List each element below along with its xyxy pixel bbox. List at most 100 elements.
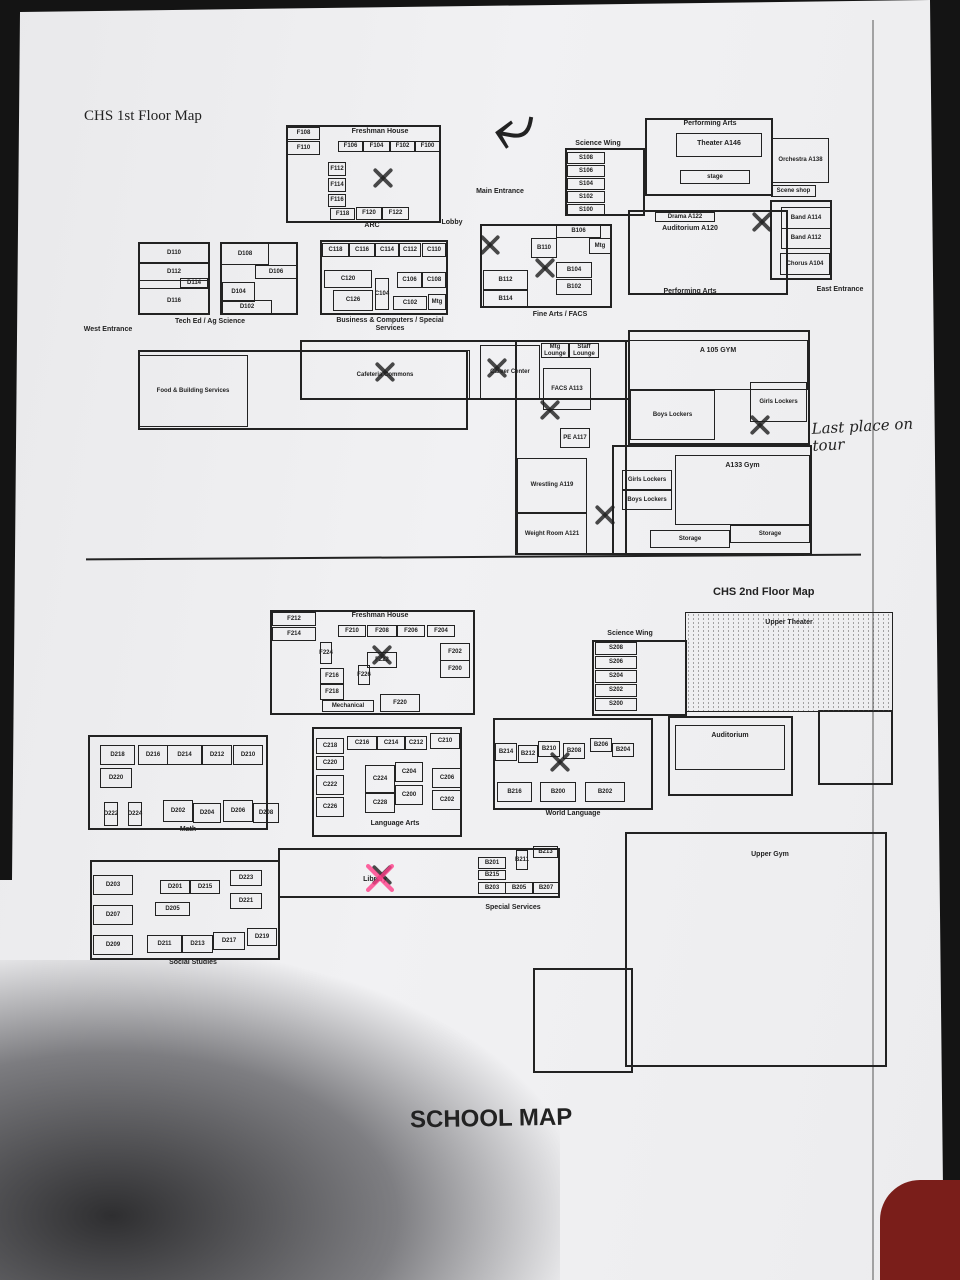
room: B203: [478, 882, 506, 894]
x-mark-icon: [373, 168, 393, 188]
room: F206: [397, 625, 425, 637]
room: Drama A122: [655, 212, 715, 222]
room: F102: [390, 141, 415, 152]
room: Storage: [650, 530, 730, 548]
room: D201: [160, 880, 190, 894]
area-label: Lobby: [441, 219, 463, 226]
room: F100: [415, 141, 440, 152]
room: C214: [377, 736, 405, 750]
room: D112: [139, 263, 209, 281]
room: C114: [375, 243, 399, 257]
room: C212: [405, 736, 427, 750]
room: A 105 GYM: [628, 340, 808, 390]
room: C210: [430, 733, 460, 749]
area-label: World Language: [545, 810, 601, 817]
room: Chorus A104: [780, 253, 830, 275]
handwritten-annotation: Last place on tour: [811, 414, 914, 455]
room: C126: [333, 290, 373, 311]
room: Theater A146: [676, 133, 762, 157]
room: F216: [320, 668, 344, 684]
room: D213: [182, 935, 213, 953]
room: C220: [316, 756, 344, 770]
room: C204: [395, 762, 423, 782]
room: B206: [590, 738, 612, 752]
room: D108: [221, 243, 269, 265]
room: D204: [193, 803, 221, 823]
building-outline: [770, 200, 832, 280]
room: F208: [367, 625, 397, 637]
room: B214: [495, 743, 517, 761]
photo-shadow: [0, 960, 560, 1280]
room: C218: [316, 738, 344, 754]
room: D205: [155, 902, 190, 916]
building-outline: [90, 860, 280, 960]
room: D220: [100, 768, 132, 788]
area-label: Special Services: [485, 904, 541, 911]
building-outline: [628, 330, 810, 445]
room: Mtg: [428, 294, 446, 310]
room: B215: [478, 870, 506, 880]
room: S200: [595, 698, 637, 711]
room: F120: [356, 207, 382, 220]
room: F108: [287, 127, 320, 140]
room: F226: [357, 665, 371, 685]
room: C104: [375, 278, 389, 310]
room: D202: [163, 800, 193, 822]
area-label: Social Studies: [169, 959, 217, 966]
area-label: East Entrance: [816, 286, 864, 293]
room: B102: [556, 279, 592, 295]
room: S202: [595, 684, 637, 697]
room: S208: [595, 642, 637, 655]
room: C110: [422, 243, 446, 257]
room: Mtg Lounge: [541, 343, 569, 358]
room: F212: [272, 612, 316, 626]
room: Mechanical: [322, 700, 374, 712]
room: Orchestra A138: [772, 138, 829, 183]
x-mark-icon: [480, 235, 500, 255]
room: D106: [255, 265, 297, 279]
room: F116: [328, 194, 346, 207]
room: C102: [393, 296, 427, 310]
floor2-title: CHS 2nd Floor Map: [713, 586, 815, 598]
building-outline: [645, 118, 773, 196]
room: B207: [533, 882, 559, 894]
room: C202: [432, 790, 462, 810]
area-label: Performing Arts: [683, 120, 737, 127]
room: S100: [567, 204, 605, 216]
room: Mtg: [589, 238, 611, 254]
room: F220: [380, 694, 420, 712]
room: C106: [397, 272, 422, 288]
room: B106: [556, 224, 601, 238]
building-outline: [480, 224, 612, 308]
x-mark-icon: [535, 258, 555, 278]
x-mark-icon: [750, 415, 770, 435]
room: F122: [382, 207, 409, 220]
area-label: ARC: [364, 222, 380, 229]
room: S102: [567, 191, 605, 203]
x-mark-icon: [487, 358, 507, 378]
area-label: West Entrance: [83, 326, 133, 333]
room: B112: [483, 270, 528, 290]
building-outline: [625, 832, 887, 1067]
floor1-title: CHS 1st Floor Map: [84, 108, 202, 124]
room: B216: [497, 782, 532, 802]
building-outline: [278, 848, 560, 898]
room: C206: [432, 768, 462, 788]
room: D221: [230, 893, 262, 909]
room: S104: [567, 178, 605, 190]
room: F214: [272, 627, 316, 641]
room: D214: [167, 745, 202, 765]
room: B114: [483, 290, 528, 308]
room: S206: [595, 656, 637, 669]
room: F202: [440, 643, 470, 661]
room: F200: [440, 660, 470, 678]
room: F210: [338, 625, 366, 637]
room: D207: [93, 905, 133, 925]
building-outline: [493, 718, 653, 810]
room: PE A117: [560, 428, 590, 448]
area-label: Science Wing: [575, 140, 621, 147]
room: Storage: [730, 525, 810, 543]
room: B212: [518, 745, 538, 763]
room: F218: [320, 684, 344, 700]
